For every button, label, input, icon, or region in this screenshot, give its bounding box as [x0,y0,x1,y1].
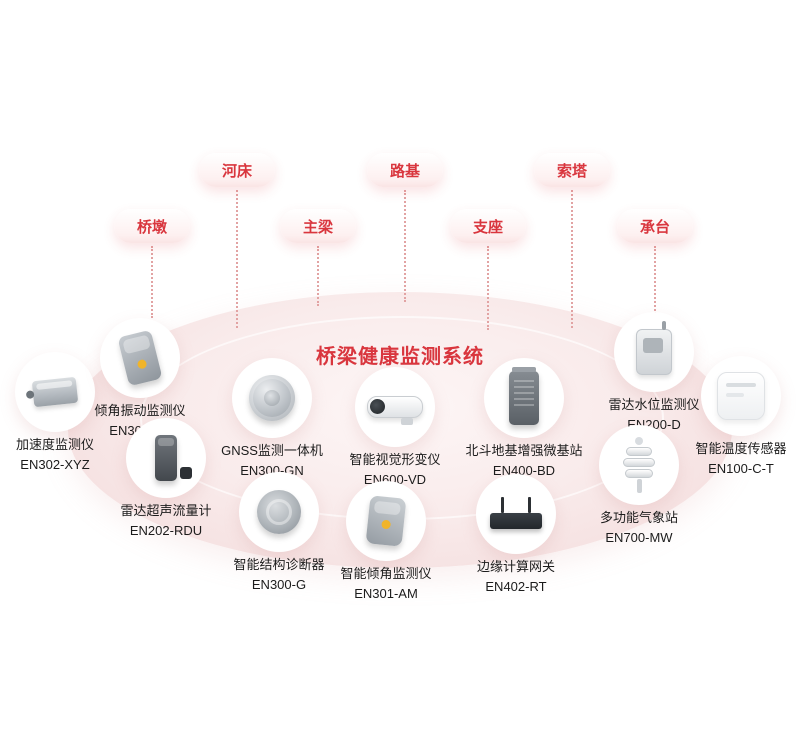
device-name: 加速度监测仪 [15,437,94,452]
tag-label: 支座 [472,218,503,236]
weather-station-icon [619,437,659,493]
tag-cable-tower[interactable]: 索塔 [534,153,610,187]
device-circle [100,318,180,398]
device-en402-rt: 边缘计算网关 EN402-RT [446,474,586,597]
device-circle [126,418,206,498]
device-en100-c-t: 智能温度传感器 EN100-C-T [671,356,800,479]
device-circle [701,356,781,436]
device-circle [239,472,319,552]
tag-label: 承台 [639,218,670,236]
device-name: GNSS监测一体机 [221,443,323,458]
device-name: 北斗地基增强微基站 [465,443,583,458]
device-circle [355,367,435,447]
device-model: EN100-C-T [708,461,774,476]
device-circle [346,481,426,561]
device-model: EN700-MW [605,530,673,545]
radar-ultrasonic-flowmeter-icon [155,435,192,481]
device-model: EN402-RT [485,579,547,594]
tag-roadbed[interactable]: 路基 [367,153,443,187]
device-circle [232,358,312,438]
device-circle [15,352,95,432]
tilt-monitor-icon [365,495,407,547]
device-en302-xyz: 加速度监测仪 EN302-XYZ [0,352,125,475]
tag-pile-cap[interactable]: 承台 [617,209,693,243]
device-name: 多功能气象站 [599,510,678,525]
connector-line-pile-cap [654,246,656,314]
device-model: EN202-RDU [129,523,203,538]
tag-label: 桥墩 [136,218,167,236]
tag-main-girder[interactable]: 主梁 [280,209,356,243]
device-model: EN301-AM [354,586,418,601]
device-circle [476,474,556,554]
tilt-vibration-monitor-icon [117,329,163,387]
gnss-monitor-icon [249,375,295,421]
connector-line-pier [151,246,153,318]
device-name: 智能结构诊断器 [233,557,325,572]
tag-label: 主梁 [302,218,333,236]
device-en301-am: 智能倾角监测仪 EN301-AM [316,481,456,604]
device-name: 智能温度传感器 [695,441,787,456]
device-en700-mw: 多功能气象站 EN700-MW [569,425,709,548]
tag-label: 路基 [389,162,420,180]
device-en301-as: 倾角振动监测仪EN301-AS [70,318,210,441]
tag-bearing[interactable]: 支座 [450,209,526,243]
connector-line-cable-tower [571,190,573,328]
tag-label: 河床 [221,162,252,180]
device-circle [599,425,679,505]
device-name: 智能倾角监测仪 [340,566,432,581]
device-name: 倾角振动监测仪 [94,403,186,418]
page-title: 桥梁健康监测系统 [316,346,484,368]
device-name: 雷达超声流量计 [120,503,212,518]
tag-label: 索塔 [556,162,587,180]
edge-gateway-icon [490,497,542,529]
tag-riverbed[interactable]: 河床 [199,153,275,187]
device-name: 边缘计算网关 [476,559,555,574]
connector-line-main-girder [317,246,319,306]
temperature-sensor-icon [717,372,765,420]
device-model: EN302-XYZ [20,457,90,472]
vision-deformation-camera-icon [367,396,423,425]
device-name: 智能视觉形变仪 [349,452,441,467]
structure-diagnostor-icon [257,490,301,534]
connector-line-riverbed [236,190,238,328]
tag-pier[interactable]: 桥墩 [114,209,190,243]
connector-line-roadbed [404,190,406,302]
device-circle [484,358,564,438]
device-model: EN300-G [251,577,307,592]
device-name: 雷达水位监测仪 [608,397,700,412]
device-en300-g: 智能结构诊断器 EN300-G [209,472,349,595]
radar-water-level-icon [636,321,672,375]
connector-line-bearing [487,246,489,330]
device-circle [614,312,694,392]
device-en202-rdu: 雷达超声流量计 EN202-RDU [96,418,236,541]
beidou-base-station-icon [509,367,539,425]
